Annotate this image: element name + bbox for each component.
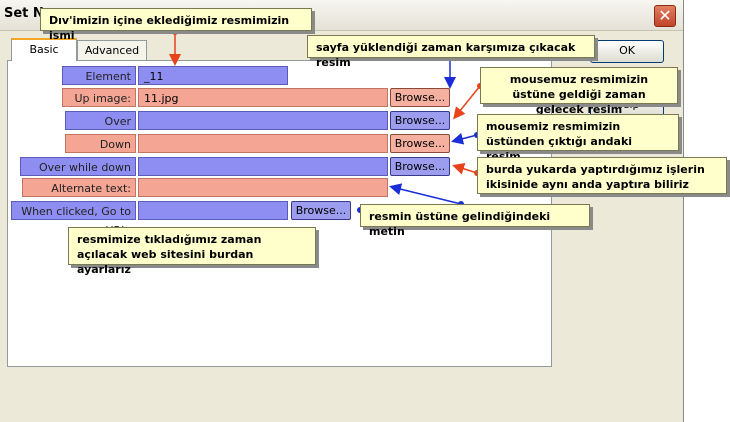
tab-basic[interactable]: Basic [11,38,77,61]
over-while-down-browse-button[interactable]: Browse... [390,157,450,176]
note-up-image: sayfa yüklendiği zaman karşımıza çıkacak… [307,35,595,69]
note-down-image: mousemiz resmimizin üstünden çıktığı and… [477,114,679,163]
note-over-image: mousemuz resmimizin üstüne geldiği zaman… [480,67,678,116]
when-clicked-url-label: When clicked, Go to URL: [11,201,136,237]
url-browse-button[interactable]: Browse... [291,201,351,220]
arrow-down-image [451,132,478,145]
over-image-field[interactable] [138,111,388,130]
close-icon[interactable]: ✕ [654,5,676,27]
alternate-text-field[interactable] [138,178,388,197]
arrow-over-image [453,85,481,120]
down-image-field[interactable] [138,134,388,153]
over-while-down-image-field[interactable] [138,157,388,176]
dialog-title: Set N [4,6,44,21]
over-image-browse-button[interactable]: Browse... [390,111,450,130]
when-clicked-url-field[interactable] [138,201,288,220]
down-image-browse-button[interactable]: Browse... [390,134,450,153]
note-over-while-down: burda yukarda yaptırdığımız işlerin ikis… [477,157,727,194]
up-image-label: Up image: [62,88,136,107]
up-image-browse-button[interactable]: Browse... [390,88,450,107]
arrow-alternate-text [389,183,462,205]
note-alternate-text: resmin üstüne gelindiğindeki metin [360,204,590,238]
arrow-over-while-down [452,163,478,175]
alternate-text-label: Alternate text: [22,178,136,197]
tab-advanced[interactable]: Advanced [77,40,147,60]
element-name-field[interactable]: _11 [138,66,288,85]
note-url: resmimize tıkladığımız zaman açılacak we… [68,227,316,276]
note-element-name: Dıv'imizin içine eklediğimiz resmimizin … [40,8,312,42]
up-image-field[interactable]: 11.jpg [138,88,388,107]
